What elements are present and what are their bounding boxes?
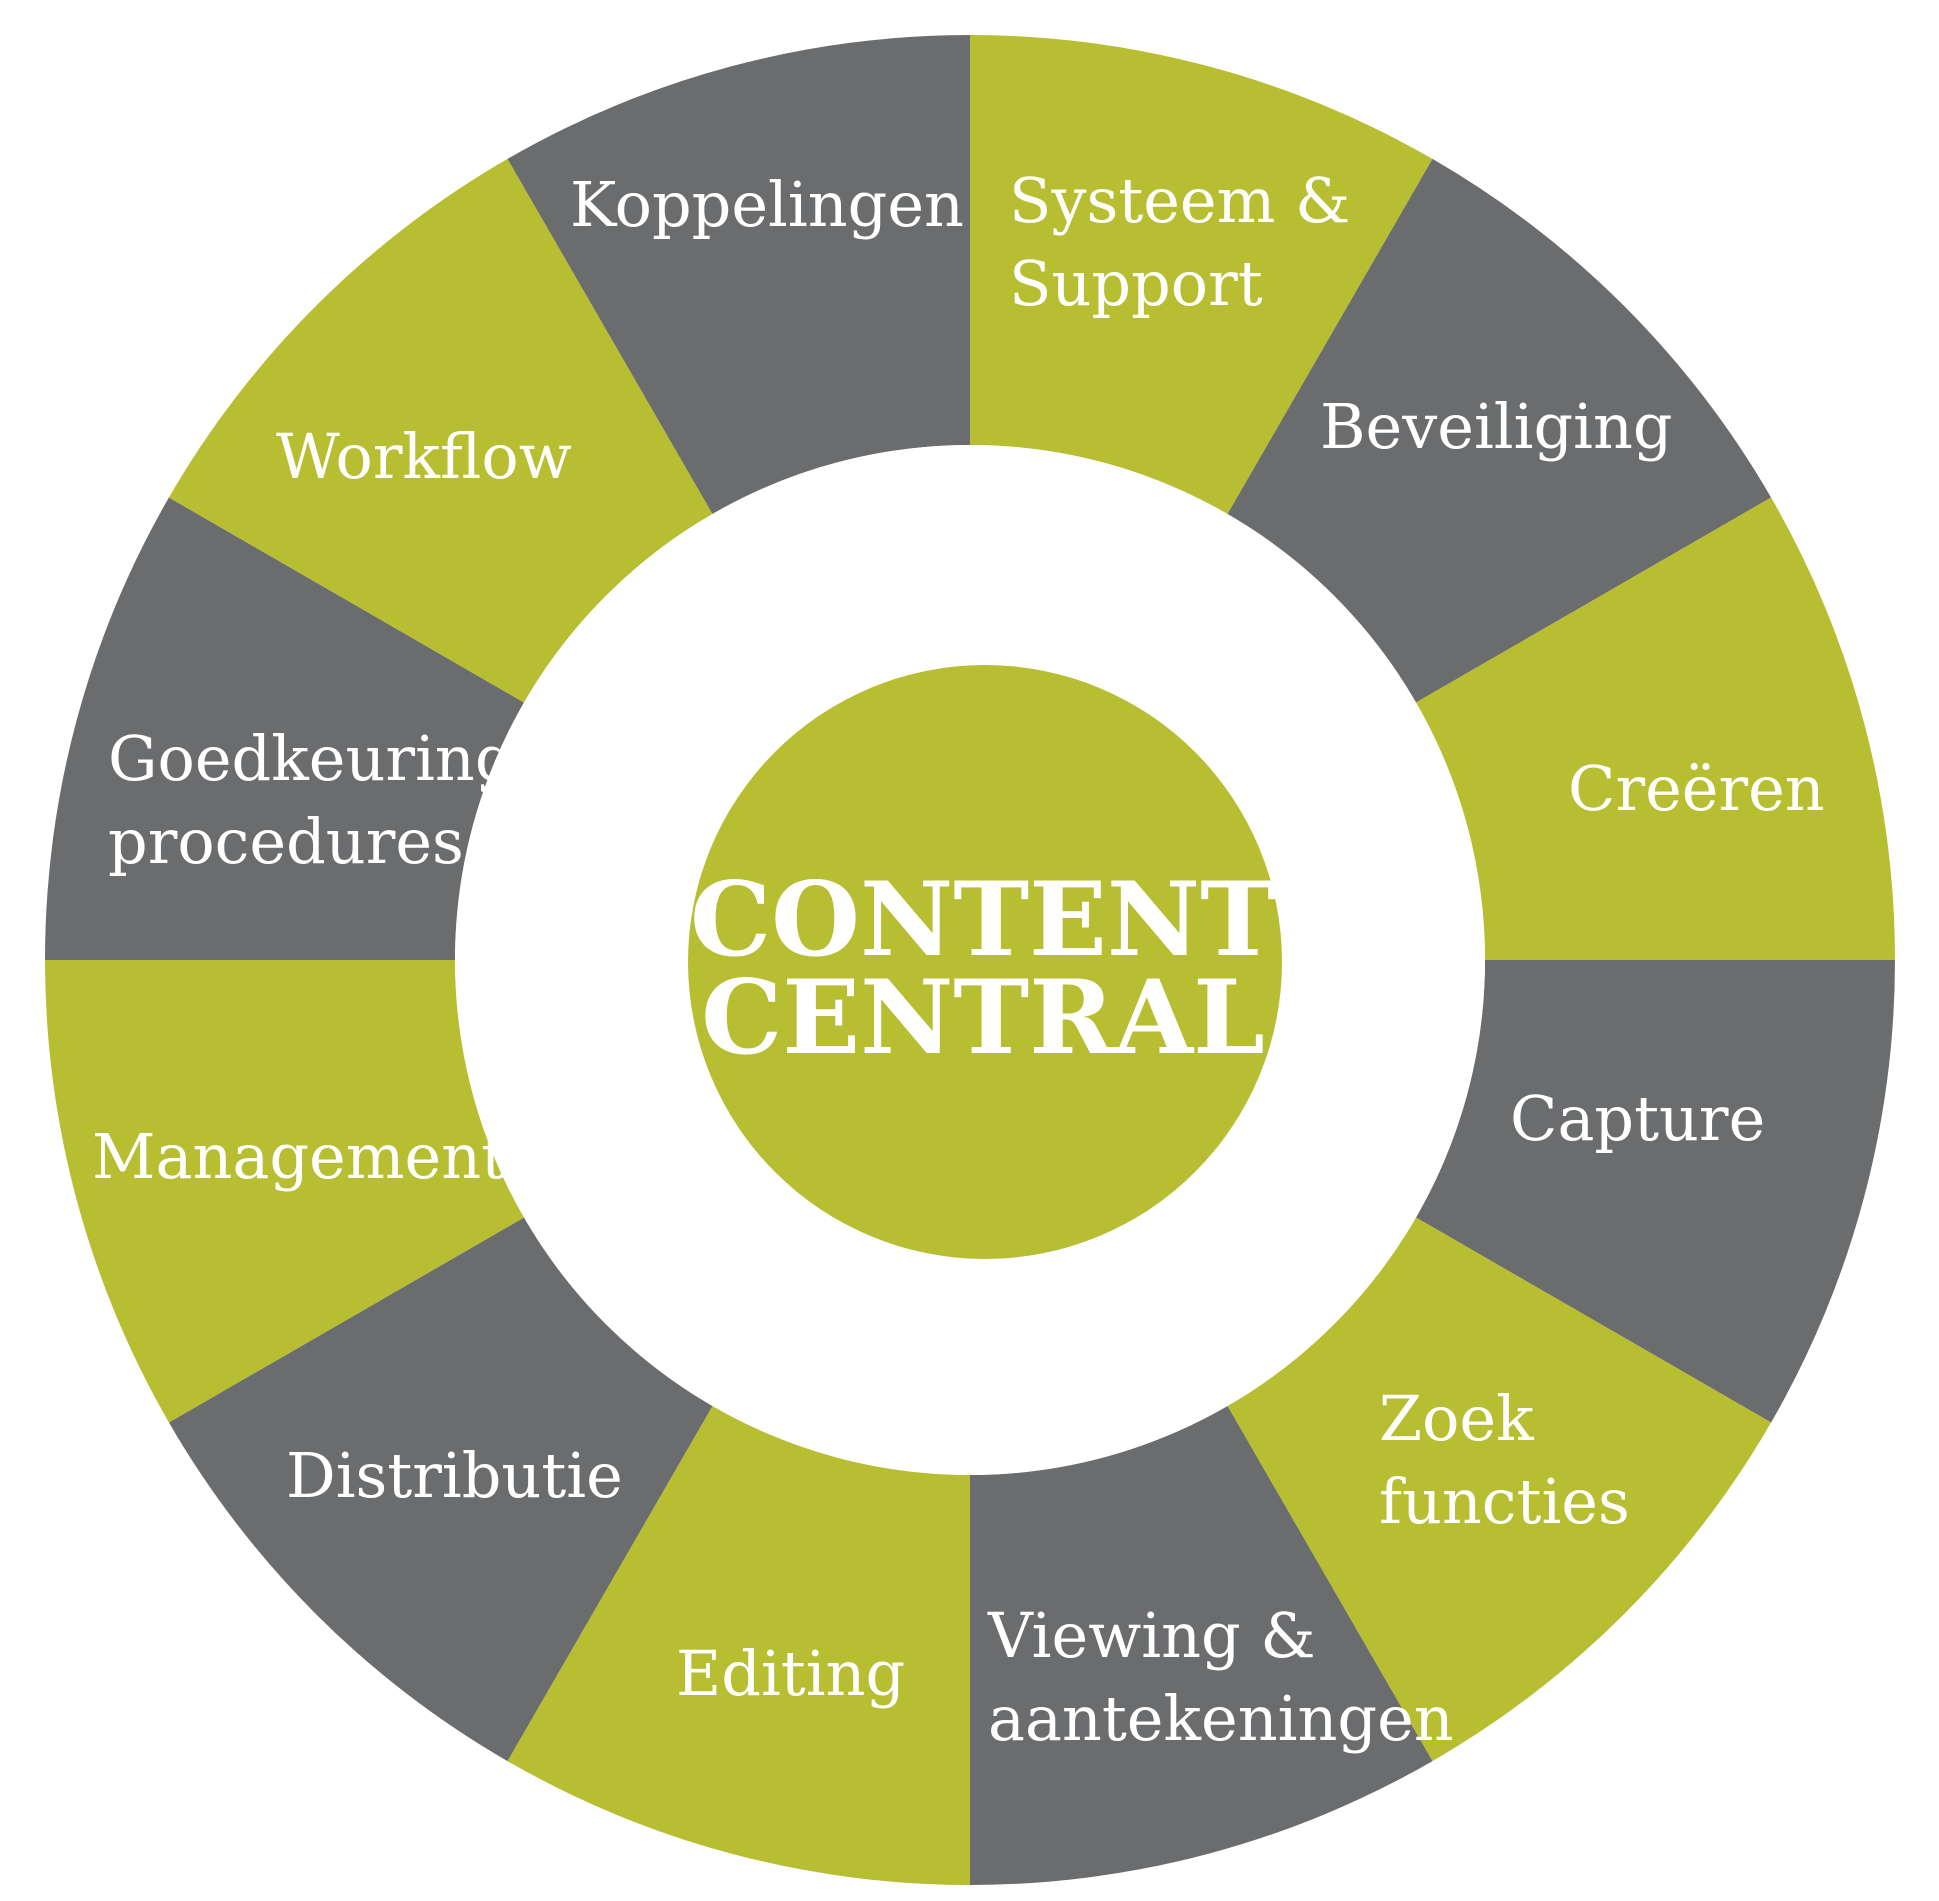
segment-label-viewing-aantekeningen-line-2: aantekeningen [988, 1682, 1454, 1755]
segment-label-systeem-support-line-2: Support [1009, 247, 1263, 320]
segment-label-creeren-line-1: Creëren [1568, 752, 1825, 825]
segment-label-beveiliging: Beveiliging [1320, 390, 1673, 463]
segment-editing [507, 1406, 970, 1885]
segment-label-creeren: Creëren [1568, 752, 1825, 825]
segment-management [45, 960, 524, 1423]
segment-systeem-support [970, 35, 1433, 514]
segment-label-koppelingen-line-1: Koppelingen [570, 168, 964, 241]
segment-label-systeem-support-line-1: Systeem & [1009, 164, 1350, 237]
segment-label-editing: Editing [676, 1637, 905, 1710]
segments-layer [45, 35, 1895, 1885]
segment-zoek-functies [1227, 1217, 1772, 1762]
center-title-line-2: CENTRAL [701, 958, 1265, 1078]
segment-label-goedkeuring-procedures-line-1: Goedkeuring [108, 722, 515, 795]
segment-label-koppelingen: Koppelingen [570, 168, 964, 241]
segment-creeren [1416, 497, 1895, 960]
segment-label-management-line-1: Management [92, 1120, 506, 1193]
segment-label-workflow-line-1: Workflow [276, 420, 572, 493]
segment-label-editing-line-1: Editing [676, 1637, 905, 1710]
segment-distributie [168, 1217, 713, 1762]
segment-label-systeem-support: Systeem & Support [1009, 164, 1350, 320]
segment-label-capture-line-1: Capture [1510, 1082, 1765, 1155]
segment-koppelingen [507, 35, 970, 514]
segment-label-zoek-functies-line-2: functies [1379, 1465, 1630, 1538]
segment-label-capture: Capture [1510, 1082, 1765, 1155]
segment-label-viewing-aantekeningen: Viewing & aantekeningen [987, 1599, 1454, 1755]
segment-label-distributie: Distributie [286, 1439, 623, 1512]
segment-label-viewing-aantekeningen-line-1: Viewing & [987, 1599, 1316, 1672]
segment-label-goedkeuring-procedures-line-2: procedures [108, 805, 464, 878]
segment-capture [1416, 960, 1895, 1423]
segment-label-management: Management [92, 1120, 506, 1193]
segment-label-zoek-functies-line-1: Zoek [1379, 1382, 1534, 1455]
segment-label-beveiliging-line-1: Beveiliging [1320, 390, 1673, 463]
segment-label-zoek-functies: Zoek functies [1379, 1382, 1630, 1538]
center-title-line-1: CONTENT [690, 860, 1276, 980]
labels-layer: Systeem & SupportBeveiligingCreërenCaptur… [92, 164, 1825, 1755]
segment-beveiliging [1227, 158, 1772, 703]
center-disc [688, 665, 1282, 1259]
segment-workflow [168, 158, 713, 703]
center-title: CONTENT CENTRAL [690, 860, 1276, 1078]
segment-viewing-aantekeningen [970, 1406, 1433, 1885]
segment-goedkeuring-procedures [45, 497, 524, 960]
segment-label-workflow: Workflow [276, 420, 572, 493]
segment-label-distributie-line-1: Distributie [286, 1439, 623, 1512]
segment-label-goedkeuring-procedures: Goedkeuring procedures [108, 722, 515, 878]
